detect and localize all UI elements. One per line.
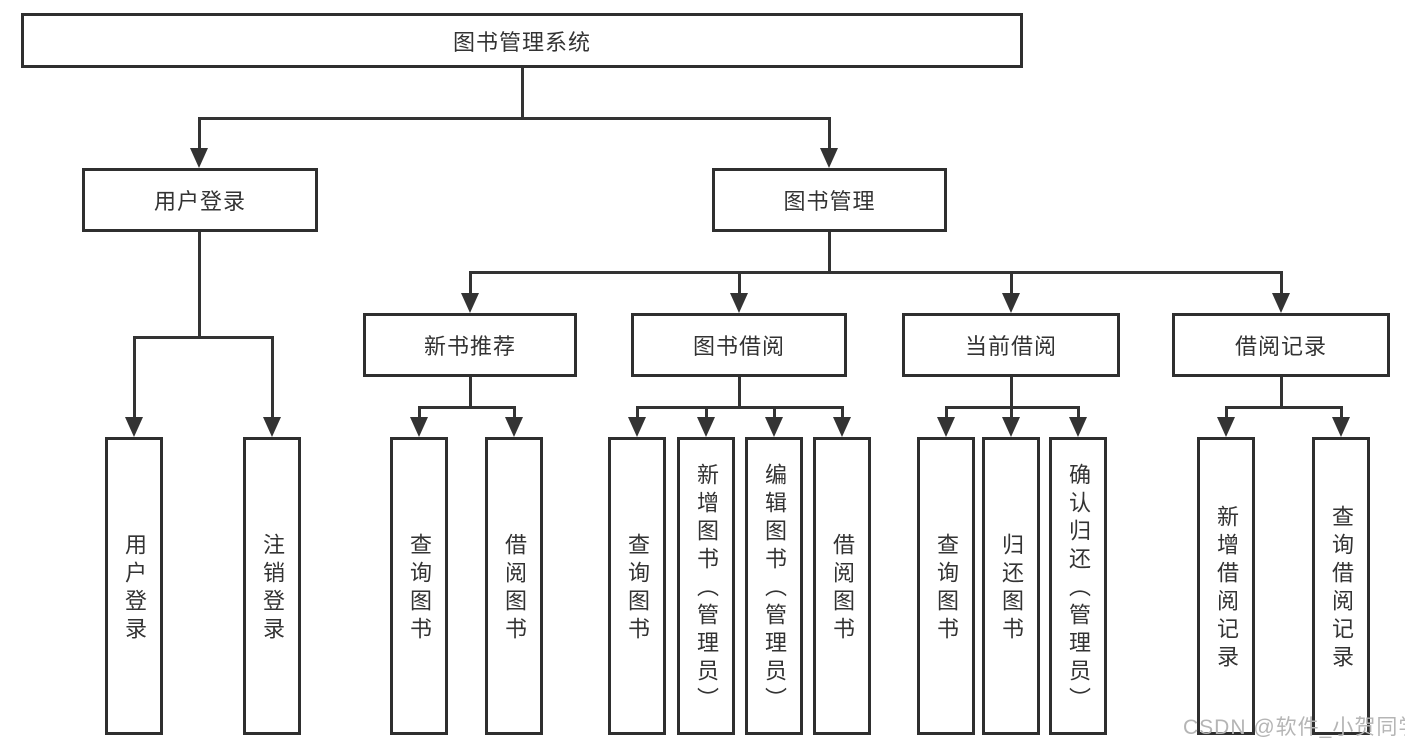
arrowhead-down-icon: [1217, 417, 1235, 437]
connector-line: [828, 232, 831, 273]
node-borrow-records: 借阅记录: [1172, 313, 1390, 377]
connector-line: [418, 406, 516, 409]
connector-line: [271, 336, 274, 418]
leaf-return-book: 归还图书: [982, 437, 1040, 735]
leaf-edit-book-admin: 编辑图书（管理员）: [745, 437, 803, 735]
node-new-book-recommend: 新书推荐: [363, 313, 577, 377]
node-user-login: 用户登录: [82, 168, 318, 232]
connector-line: [738, 377, 741, 408]
connector-line: [705, 406, 708, 419]
connector-line: [1010, 271, 1013, 295]
connector-line: [828, 117, 831, 150]
connector-line: [133, 336, 273, 339]
arrowhead-down-icon: [1069, 417, 1087, 437]
leaf-query-books-recommend: 查询图书: [390, 437, 448, 735]
connector-line: [521, 68, 524, 118]
arrowhead-down-icon: [1272, 293, 1290, 313]
connector-line: [1010, 406, 1013, 419]
leaf-user-login: 用户登录: [105, 437, 163, 735]
node-current-borrow: 当前借阅: [902, 313, 1120, 377]
arrowhead-down-icon: [833, 417, 851, 437]
connector-line: [133, 336, 136, 418]
leaf-confirm-return-admin: 确认归还（管理员）: [1049, 437, 1107, 735]
arrowhead-down-icon: [190, 148, 208, 168]
arrowhead-down-icon: [697, 417, 715, 437]
connector-line: [1340, 406, 1343, 419]
connector-line: [738, 271, 741, 295]
connector-line: [513, 406, 516, 419]
connector-line: [198, 117, 831, 120]
leaf-borrow-books: 借阅图书: [813, 437, 871, 735]
leaf-logout: 注销登录: [243, 437, 301, 735]
arrowhead-down-icon: [1002, 293, 1020, 313]
connector-line: [469, 377, 472, 408]
connector-line: [1077, 406, 1080, 419]
connector-line: [1225, 406, 1228, 419]
connector-line: [773, 406, 776, 419]
connector-line: [1280, 271, 1283, 295]
connector-line: [1225, 406, 1343, 409]
node-book-management: 图书管理: [712, 168, 947, 232]
connector-line: [469, 271, 1282, 274]
arrowhead-down-icon: [263, 417, 281, 437]
arrowhead-down-icon: [628, 417, 646, 437]
connector-line: [469, 271, 472, 295]
arrowhead-down-icon: [461, 293, 479, 313]
node-book-borrow: 图书借阅: [631, 313, 847, 377]
node-library-system: 图书管理系统: [21, 13, 1023, 68]
connector-line: [418, 406, 421, 419]
arrowhead-down-icon: [1002, 417, 1020, 437]
connector-line: [198, 117, 201, 150]
arrowhead-down-icon: [730, 293, 748, 313]
arrowhead-down-icon: [125, 417, 143, 437]
arrowhead-down-icon: [765, 417, 783, 437]
leaf-query-books-current: 查询图书: [917, 437, 975, 735]
connector-line: [841, 406, 844, 419]
arrowhead-down-icon: [1332, 417, 1350, 437]
connector-line: [945, 406, 948, 419]
connector-line: [1280, 377, 1283, 408]
watermark: CSDN @软件_小贺同学: [1183, 716, 1405, 739]
arrowhead-down-icon: [937, 417, 955, 437]
leaf-query-books-borrow: 查询图书: [608, 437, 666, 735]
arrowhead-down-icon: [505, 417, 523, 437]
connector-line: [1010, 377, 1013, 408]
leaf-borrow-books-recommend: 借阅图书: [485, 437, 543, 735]
leaf-add-book-admin: 新增图书（管理员）: [677, 437, 735, 735]
connector-line: [198, 232, 201, 338]
arrowhead-down-icon: [820, 148, 838, 168]
leaf-query-borrow-record: 查询借阅记录: [1312, 437, 1370, 735]
connector-line: [636, 406, 639, 419]
connector-line: [636, 406, 844, 409]
leaf-add-borrow-record: 新增借阅记录: [1197, 437, 1255, 735]
arrowhead-down-icon: [410, 417, 428, 437]
